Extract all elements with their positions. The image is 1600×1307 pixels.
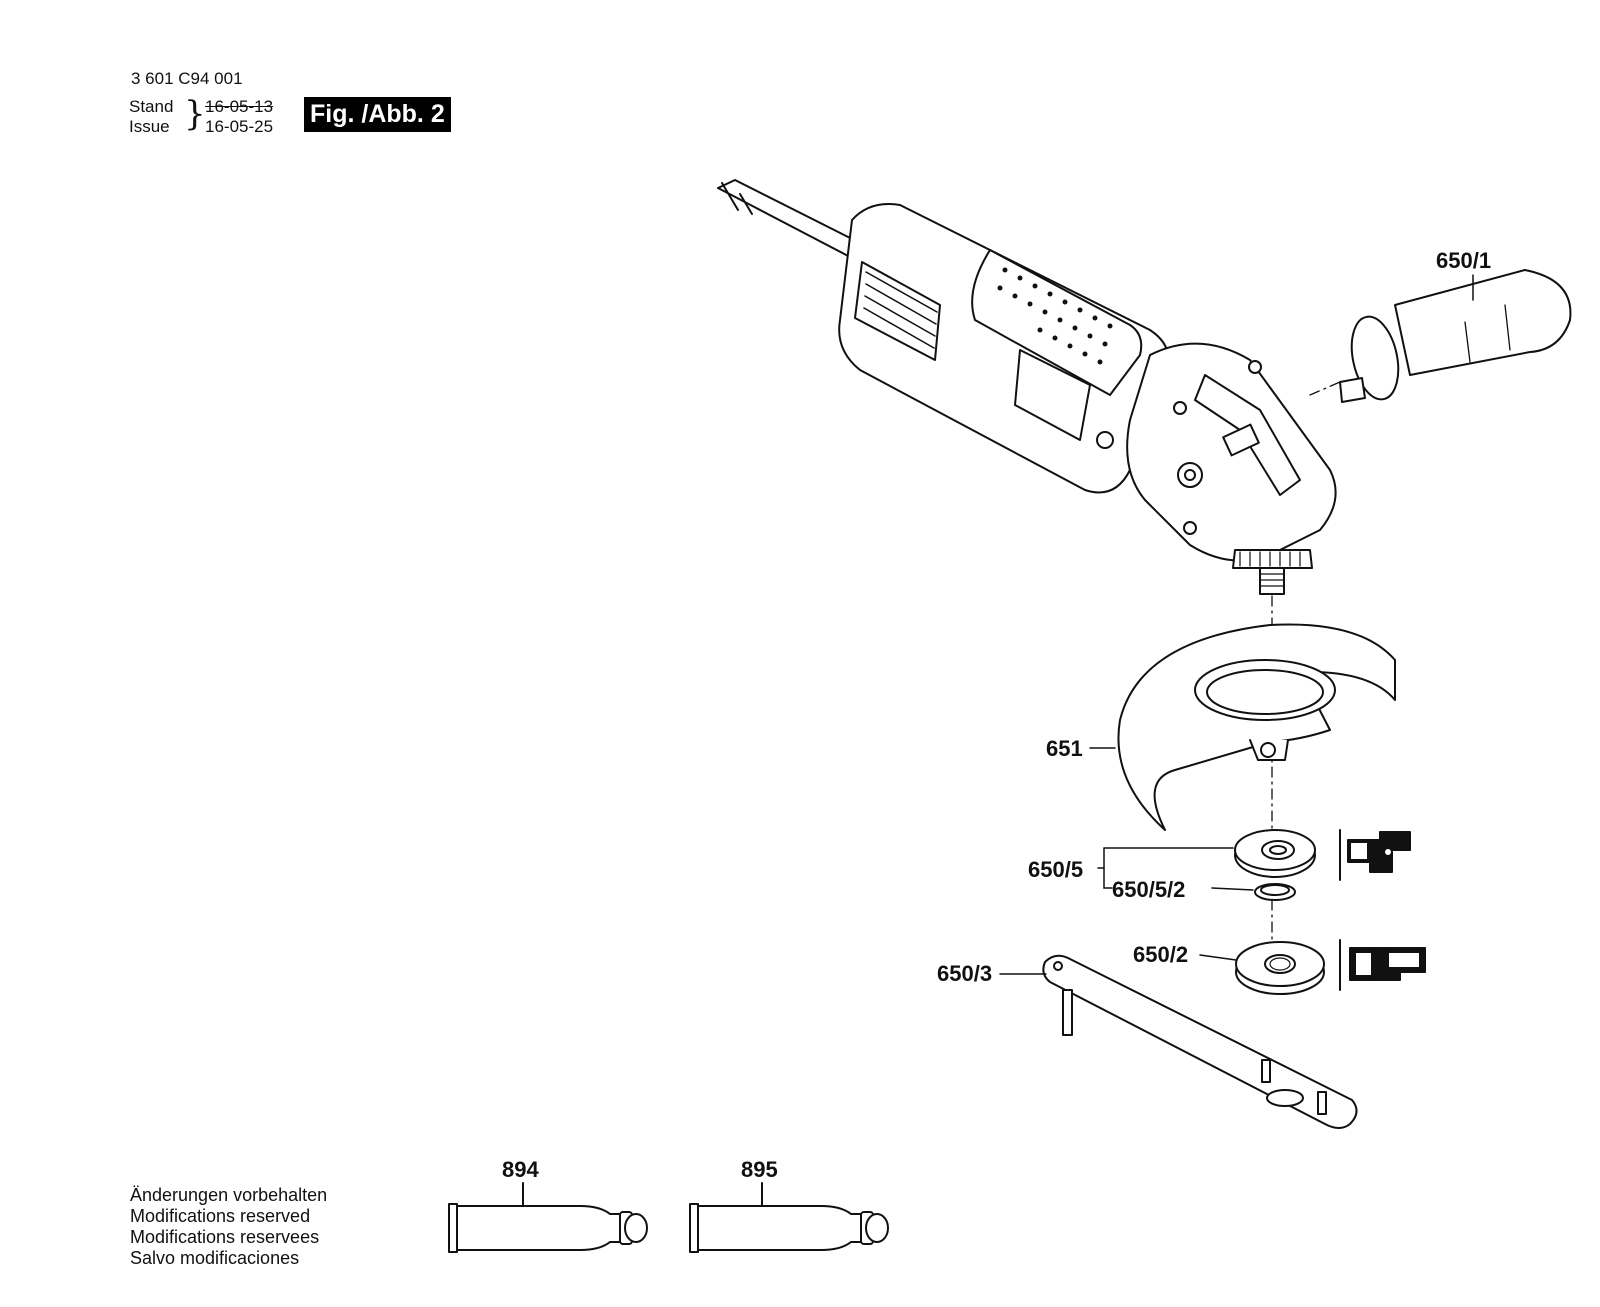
mounting-flange-part bbox=[1234, 829, 1411, 901]
callout-pin-spanner: 650/3 bbox=[937, 961, 993, 986]
callout-mounting-flange: 650/5 bbox=[1028, 857, 1084, 882]
pin-spanner-part bbox=[1042, 954, 1358, 1129]
brace-glyph: } bbox=[184, 94, 206, 134]
callout-tube-895: 895 bbox=[741, 1157, 778, 1182]
leader-lines bbox=[999, 274, 1474, 975]
callout-guard: 651 bbox=[1046, 736, 1083, 761]
note-line: Modifications reservees bbox=[130, 1227, 320, 1247]
issue-label: Issue bbox=[129, 117, 170, 136]
callout-side-handle: 650/1 bbox=[1436, 248, 1492, 273]
callout-tube-894: 894 bbox=[502, 1157, 539, 1182]
part-number: 3 601 C94 001 bbox=[131, 69, 243, 88]
grease-tube-894 bbox=[448, 1182, 648, 1253]
guard-part bbox=[1117, 623, 1396, 831]
side-handle-part bbox=[1339, 269, 1572, 403]
note-line: Modifications reserved bbox=[130, 1206, 311, 1226]
footer-notes: Änderungen vorbehalten Modifications res… bbox=[130, 1185, 327, 1269]
issue-date: 16-05-25 bbox=[205, 117, 274, 136]
callout-o-ring: 650/5/2 bbox=[1112, 877, 1186, 902]
clamping-nut-part bbox=[1235, 939, 1426, 995]
note-line: Änderungen vorbehalten bbox=[130, 1185, 328, 1205]
figure-badge: Fig. /Abb. 2 bbox=[304, 97, 451, 132]
grease-tube-895 bbox=[689, 1182, 889, 1253]
stand-label: Stand bbox=[129, 97, 174, 116]
stand-date: 16-05-13 bbox=[205, 97, 274, 116]
angle-grinder-body bbox=[717, 179, 1337, 595]
note-line: Salvo modificaciones bbox=[130, 1248, 300, 1268]
callout-clamping-nut: 650/2 bbox=[1133, 942, 1189, 967]
